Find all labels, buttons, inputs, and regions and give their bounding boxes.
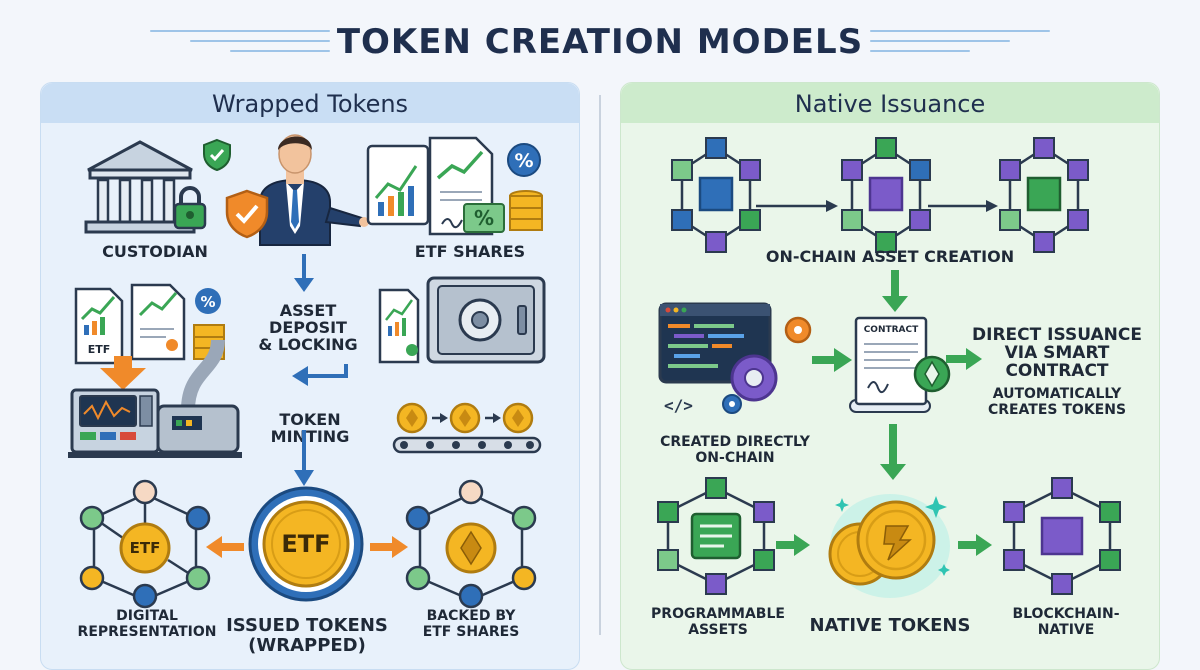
blockchain-native-label: BLOCKCHAIN-NATIVE: [1012, 606, 1120, 638]
green-right-arrow-icon: [776, 534, 810, 556]
etf-network-icon: [79, 479, 211, 609]
contract-label: CONTRACT: [863, 325, 919, 335]
programmable-assets-network-icon: [657, 477, 775, 595]
svg-text:%: %: [514, 150, 533, 172]
custodian-label: CUSTODIAN: [102, 242, 208, 261]
minting-machine-icon: [68, 339, 242, 458]
businessman-icon: [259, 134, 369, 246]
title-deco-left: [230, 50, 330, 52]
digital-representation-label: DIGITAL REPRESENTATION: [77, 608, 217, 640]
code-glyph: </>: [664, 396, 693, 415]
conveyor-coins-icon: [392, 402, 542, 454]
programmable-assets-label: PROGRAMMABLE ASSETS: [651, 606, 785, 638]
wrapped-tokens-heading: Wrapped Tokens: [41, 83, 579, 123]
green-right-arrow-icon: [946, 348, 982, 370]
title-deco-right: [870, 30, 1050, 32]
green-right-arrow-icon: [958, 534, 992, 556]
onchain-creation-label: ON-CHAIN ASSET CREATION: [765, 247, 1015, 266]
native-issuance-heading: Native Issuance: [621, 83, 1159, 123]
title-deco-right: [870, 50, 970, 52]
orange-down-arrow-icon: [100, 356, 146, 390]
etf-network-coin-label: ETF: [129, 539, 161, 557]
asset-deposit-label: ASSET DEPOSIT & LOCKING: [258, 301, 358, 354]
orange-left-arrow-icon: [206, 536, 244, 558]
blockchain-network-icon: [841, 137, 931, 253]
blockchain-native-network-icon: [1003, 477, 1121, 595]
shield-check-icon: [203, 138, 231, 172]
native-tokens-coins-icon: [828, 494, 950, 598]
arrow-right-icon: [756, 200, 838, 212]
blockchain-network-icon: [671, 137, 761, 253]
green-down-arrow-icon: [880, 424, 906, 480]
direct-issuance-label: DIRECT ISSUANCE VIA SMART CONTRACT: [972, 325, 1142, 381]
code-editor-gears-icon: [658, 302, 812, 414]
svg-text:%: %: [474, 206, 494, 230]
issued-tokens-label: ISSUED TOKENS (WRAPPED): [226, 615, 388, 656]
arrow-down-icon: [294, 254, 314, 292]
native-tokens-label: NATIVE TOKENS: [809, 615, 971, 636]
arrow-curve-icon: [292, 364, 348, 386]
panel-divider: [599, 95, 601, 635]
auto-creates-label: AUTOMATICALLY CREATES TOKENS: [987, 386, 1127, 418]
arrow-right-icon: [928, 200, 998, 212]
token-minting-label: TOKEN MINTING: [270, 410, 350, 446]
green-right-arrow-icon: [812, 348, 852, 372]
shield-check-icon: [225, 189, 269, 239]
title-deco-right: [870, 40, 1010, 42]
arrow-down-icon: [294, 430, 314, 486]
title-deco-left: [190, 40, 330, 42]
lock-icon: [173, 186, 207, 230]
vault-icon: [378, 276, 546, 364]
etf-token-coin-label: ETF: [281, 530, 331, 558]
svg-text:%: %: [200, 293, 215, 311]
orange-right-arrow-icon: [370, 536, 408, 558]
created-directly-label: CREATED DIRECTLY ON-CHAIN: [660, 434, 810, 466]
smart-contract-icon: [849, 316, 951, 413]
etf-token-coin-icon: [248, 486, 364, 602]
backed-by-label: BACKED BY ETF SHARES: [422, 608, 520, 640]
bank-icon: [84, 140, 196, 234]
blockchain-network-icon: [999, 137, 1089, 253]
page-title: TOKEN CREATION MODELS: [336, 22, 864, 62]
title-deco-left: [150, 30, 330, 32]
etf-shares-label: ETF SHARES: [414, 242, 526, 261]
etf-share-documents-icon: % %: [366, 136, 543, 236]
svg-text:ETF: ETF: [88, 343, 111, 356]
backed-network-icon: [405, 479, 537, 609]
green-down-arrow-icon: [882, 270, 908, 312]
